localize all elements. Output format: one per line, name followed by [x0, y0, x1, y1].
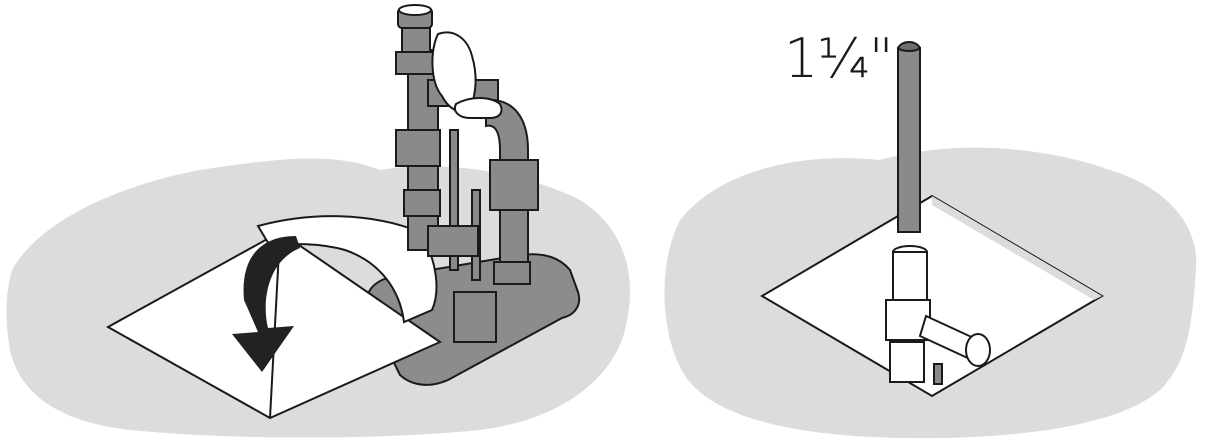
left-panel	[6, 4, 630, 438]
pit-fittings	[885, 245, 991, 385]
folding-sheet	[256, 215, 438, 324]
right-panel	[664, 41, 1197, 439]
riser-pipe	[896, 41, 922, 233]
hand-icon	[431, 31, 503, 119]
pipe-size-label: 1¼"	[784, 27, 894, 90]
curved-arrow-down-icon	[232, 236, 300, 372]
